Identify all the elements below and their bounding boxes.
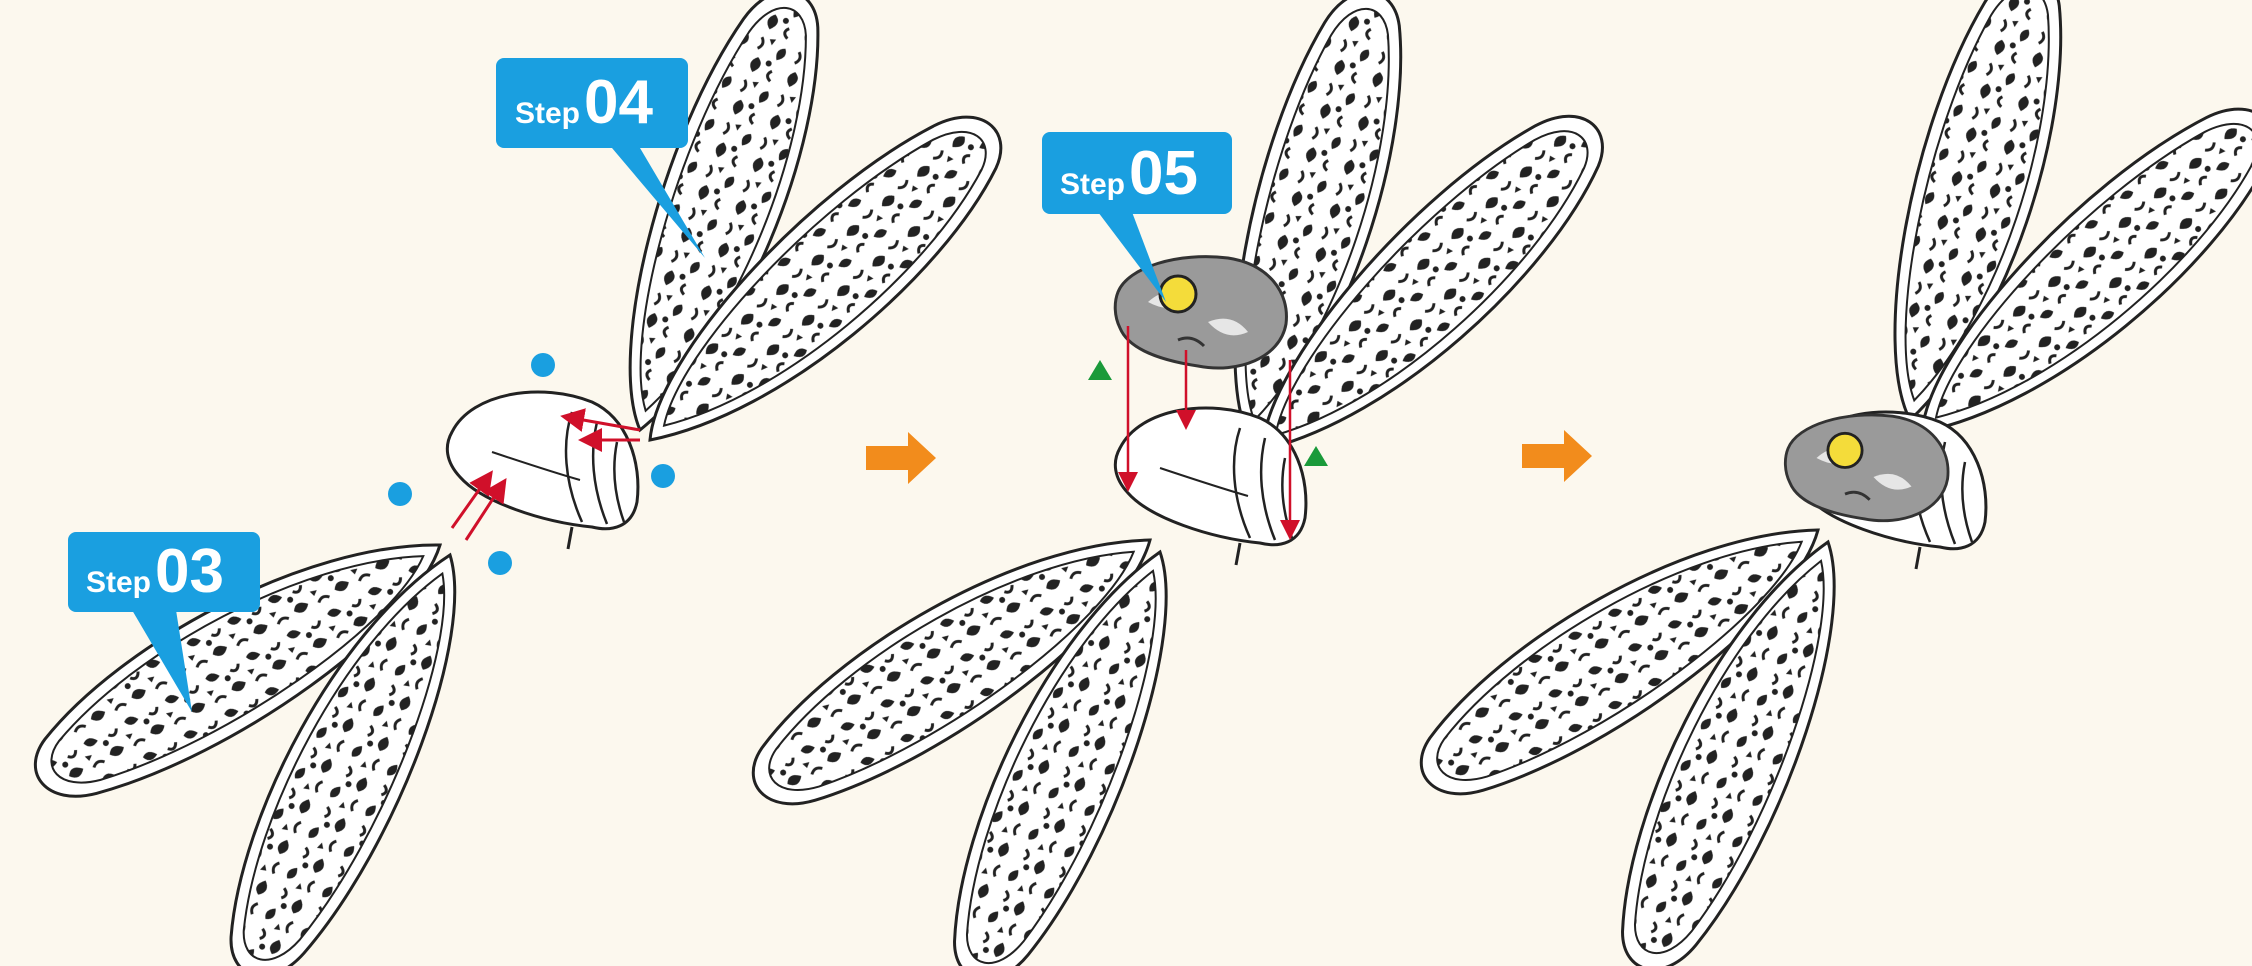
step-04-number: 04 <box>584 68 653 137</box>
marker-triangle <box>1304 446 1328 466</box>
marker-triangle <box>1088 360 1112 380</box>
marker-dot <box>651 464 675 488</box>
next-arrow-2 <box>1522 430 1592 482</box>
step-03-word: Step <box>86 566 151 599</box>
panel-1: Step04 Step03 <box>7 0 1037 966</box>
marker-dot <box>488 551 512 575</box>
step-05-number: 05 <box>1129 139 1198 208</box>
head-piece <box>1785 415 1948 521</box>
marker-dot <box>388 482 412 506</box>
marker-dot <box>531 353 555 377</box>
step-03-number: 03 <box>155 537 224 606</box>
step-05-word: Step <box>1060 168 1125 201</box>
step-04-word: Step <box>515 97 580 130</box>
head-piece <box>1115 257 1286 368</box>
panel-2: Step05 <box>723 0 1640 966</box>
next-arrow-1 <box>866 432 936 484</box>
